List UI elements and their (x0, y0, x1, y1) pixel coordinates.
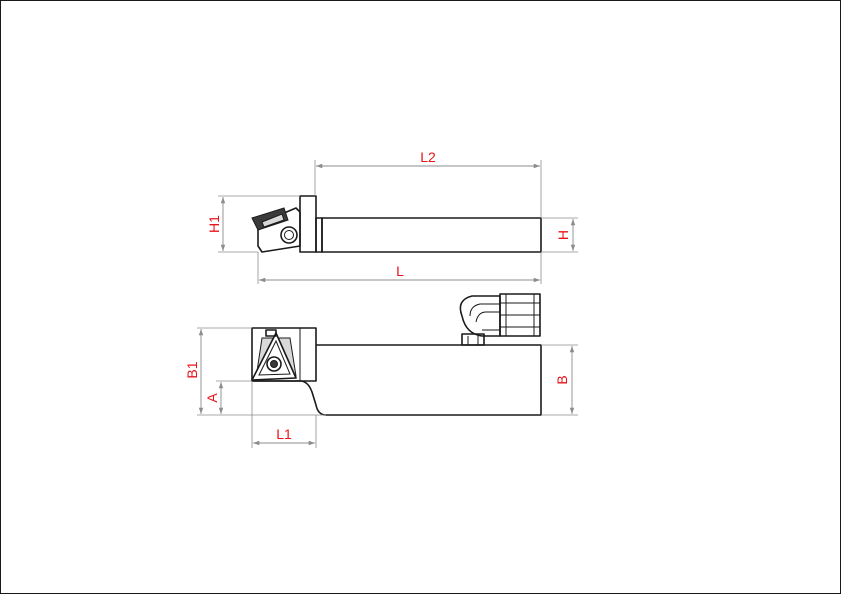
dim-label-H1: H1 (206, 215, 222, 233)
dim-label-H: H (555, 230, 571, 240)
top-view (251, 293, 542, 416)
top-view-clamp (265, 329, 277, 337)
dim-label-L1: L1 (276, 426, 292, 442)
dim-label-L2: L2 (420, 149, 436, 165)
side-view-insert-face (261, 213, 285, 228)
dim-label-B: B (554, 375, 570, 384)
top-view-insert-screw (266, 356, 282, 372)
top-view-head (251, 327, 317, 382)
dim-label-L: L (396, 263, 404, 279)
dim-label-A: A (204, 393, 220, 403)
side-view-head-neck (315, 217, 323, 253)
top-view-dimensions: B1 A B L1 (184, 327, 578, 448)
side-view (251, 195, 542, 253)
side-view-clamp-screw-head (284, 230, 294, 240)
top-view-insert-screw-head (270, 360, 278, 368)
side-view-dimensions: L2 L H1 H (206, 149, 578, 284)
side-view-insert-seat (257, 207, 301, 253)
top-view-coolant-stem (461, 333, 485, 346)
top-view-insert-edge (258, 339, 291, 376)
dim-label-B1: B1 (184, 361, 200, 378)
side-view-clamp-screw (280, 226, 298, 244)
